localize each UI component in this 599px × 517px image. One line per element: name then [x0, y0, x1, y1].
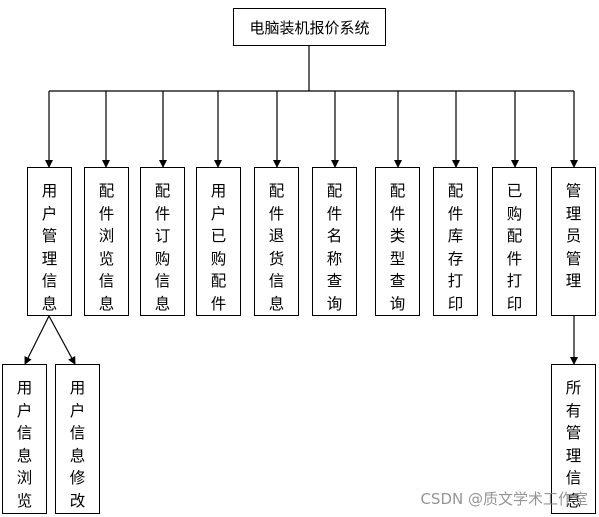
- submodule-box-all-admin-info: 所有管理信息: [551, 364, 596, 514]
- module-box-admin-management: 管理员管理: [551, 167, 596, 316]
- module-box-user-management: 用户管理信息: [27, 167, 72, 316]
- root-label: 电脑装机报价系统: [249, 18, 370, 37]
- module-label: 配件库存打印: [447, 182, 464, 313]
- submodule-box-user-info-edit: 用户信息修改: [55, 364, 100, 514]
- module-label: 用户管理信息: [41, 182, 58, 313]
- module-label: 已购配件打印: [506, 182, 523, 313]
- module-box-parts-browse: 配件浏览信息: [84, 167, 129, 316]
- module-label: 配件退货信息: [268, 182, 285, 313]
- module-label: 管理员管理: [565, 182, 582, 290]
- module-box-name-query: 配件名称查询: [312, 167, 357, 316]
- submodule-label: 用户信息浏览: [16, 379, 33, 510]
- csdn-watermark: CSDN @质文学术工作室: [420, 490, 588, 508]
- connector-arrow: [24, 315, 50, 365]
- module-box-parts-order: 配件订购信息: [140, 167, 185, 316]
- module-box-parts-return: 配件退货信息: [254, 167, 299, 316]
- submodule-label: 所有管理信息: [565, 379, 582, 510]
- module-box-type-query: 配件类型查询: [375, 167, 420, 316]
- root-box: 电脑装机报价系统: [233, 8, 386, 46]
- module-box-user-purchased: 用户已购配件: [196, 167, 241, 316]
- submodule-label: 用户信息修改: [69, 379, 86, 510]
- module-box-stock-print: 配件库存打印: [433, 167, 478, 316]
- module-box-purchased-print: 已购配件打印: [492, 167, 537, 316]
- module-label: 用户已购配件: [210, 182, 227, 313]
- module-label: 配件浏览信息: [98, 182, 115, 313]
- submodule-box-user-info-browse: 用户信息浏览: [2, 364, 47, 514]
- module-label: 配件订购信息: [154, 182, 171, 313]
- connector-arrow: [48, 315, 76, 365]
- module-label: 配件名称查询: [326, 182, 343, 313]
- module-label: 配件类型查询: [389, 182, 406, 313]
